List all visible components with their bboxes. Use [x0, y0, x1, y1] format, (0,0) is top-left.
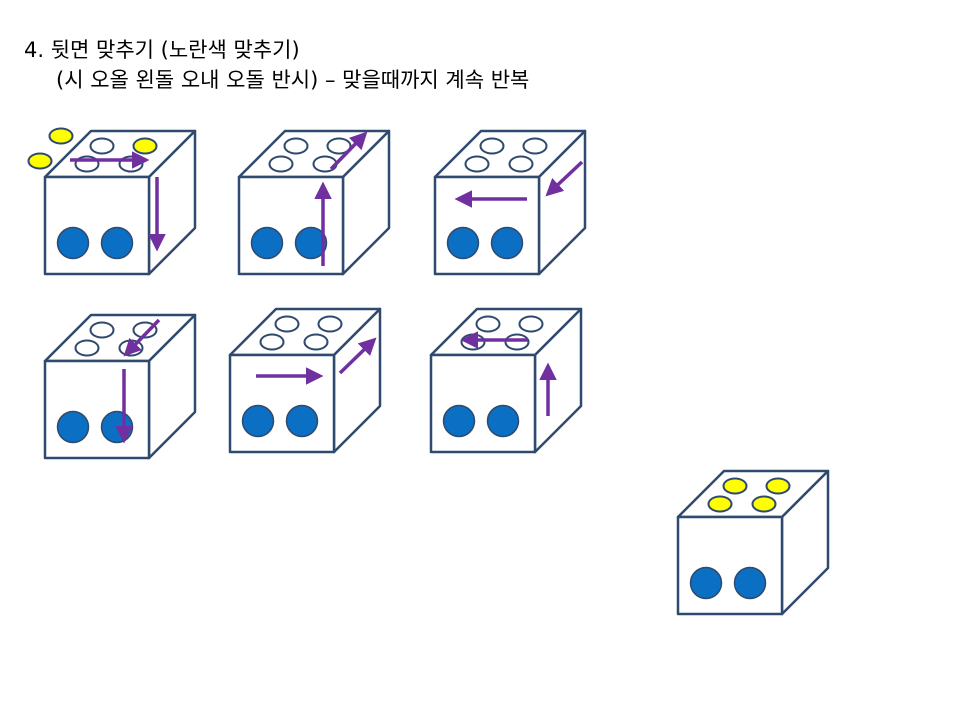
cube-front-face: [237, 175, 345, 276]
yellow-dot: [751, 495, 777, 513]
right-up-arrow: [338, 337, 377, 375]
blue-dot: [490, 226, 524, 260]
right-down-left-arrow: [545, 160, 584, 197]
yellow-dot-outside: [27, 152, 53, 170]
yellow-dot: [765, 477, 791, 495]
blue-dot: [285, 404, 319, 438]
blue-dot: [689, 566, 723, 600]
blue-dot: [250, 226, 284, 260]
yellow-dot-outside: [48, 127, 74, 145]
cube-step-1: [27, 127, 197, 276]
cube-front-face: [429, 353, 537, 454]
slide-title: 4. 뒷면 맞추기 (노란색 맞추기): [24, 38, 300, 62]
blue-dot: [733, 566, 767, 600]
blue-dot: [100, 410, 134, 444]
yellow-dot: [707, 495, 733, 513]
white-dot: [303, 333, 329, 351]
blue-dot: [442, 404, 476, 438]
cube-front-face: [433, 175, 541, 276]
white-dot: [283, 137, 309, 155]
top-up-right-arrow: [329, 131, 368, 171]
cube-front-face: [43, 175, 151, 276]
blue-dot: [446, 226, 480, 260]
cube-front-face: [43, 359, 151, 460]
white-dot: [518, 315, 544, 333]
blue-dot: [56, 410, 90, 444]
white-dot: [259, 333, 285, 351]
white-dot: [268, 155, 294, 173]
white-dot: [74, 339, 100, 357]
slide-subtitle: (시 오올 왼돌 오내 오돌 반시) – 맞을때까지 계속 반복: [56, 68, 530, 92]
yellow-dot: [722, 477, 748, 495]
yellow-dot: [132, 137, 158, 155]
cube-step-4: [43, 313, 197, 460]
white-dot: [475, 315, 501, 333]
white-dot: [504, 333, 530, 351]
white-dot: [89, 137, 115, 155]
blue-dot: [241, 404, 275, 438]
top-down-left-arrow: [123, 318, 161, 357]
cube-front-face: [228, 353, 336, 454]
white-dot: [317, 315, 343, 333]
blue-dot: [56, 226, 90, 260]
cube-step-3: [433, 129, 587, 276]
white-dot: [89, 321, 115, 339]
white-dot: [522, 137, 548, 155]
blue-dot: [100, 226, 134, 260]
white-dot: [479, 137, 505, 155]
white-dot: [460, 333, 486, 351]
blue-dot: [294, 226, 328, 260]
cube-step-6: [429, 307, 583, 454]
white-dot: [508, 155, 534, 173]
cube-front-face: [676, 515, 784, 616]
white-dot: [274, 315, 300, 333]
blue-dot: [486, 404, 520, 438]
cube-result: [676, 469, 830, 616]
white-dot: [464, 155, 490, 173]
cube-step-5: [228, 307, 382, 454]
cube-step-2: [237, 129, 391, 276]
